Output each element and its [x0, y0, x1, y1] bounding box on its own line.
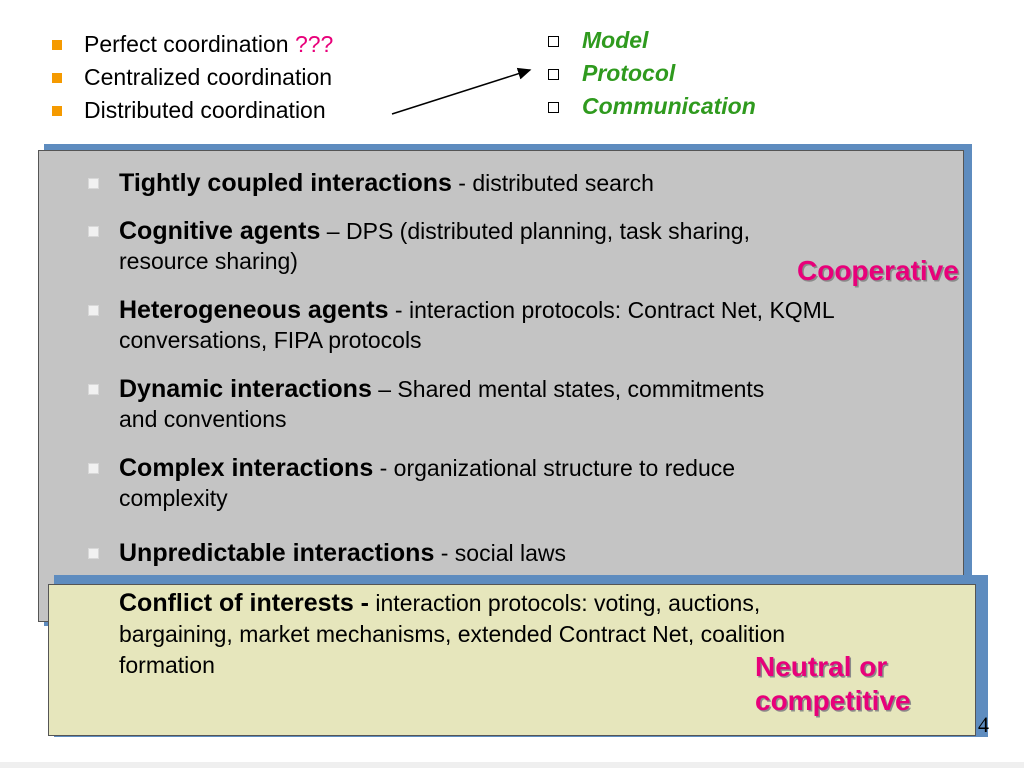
square-bullet-icon	[88, 548, 99, 559]
square-bullet-icon	[88, 463, 99, 474]
list-item: Heterogeneous agents - interaction proto…	[88, 295, 869, 355]
neutral-competitive-label: Neutral or competitive	[755, 650, 911, 718]
label-line: Neutral or	[755, 651, 888, 682]
hollow-square-bullet-icon	[548, 36, 559, 47]
neutral-box	[48, 584, 976, 736]
coordination-list: Perfect coordination ??? Centralized coo…	[52, 28, 333, 127]
item-title: Tightly coupled interactions	[119, 169, 452, 197]
list-item: Communication	[548, 90, 756, 123]
list-item: Dynamic interactions – Shared mental sta…	[88, 374, 779, 434]
item-title: Unpredictable interactions	[119, 539, 435, 567]
cooperative-box	[38, 150, 964, 622]
item-title: Heterogeneous agents	[119, 296, 389, 324]
item-title: Complex interactions	[119, 454, 374, 482]
item-description: - organizational structure to reduce com…	[119, 455, 736, 511]
item-description: interaction protocols: voting, auctions,…	[119, 590, 786, 678]
hollow-square-bullet-icon	[548, 69, 559, 80]
item-description: - distributed search	[451, 170, 654, 196]
hollow-square-bullet-icon	[548, 102, 559, 113]
square-bullet-icon	[52, 40, 62, 50]
square-bullet-icon	[88, 384, 99, 395]
square-bullet-icon	[88, 226, 99, 237]
list-item: Protocol	[548, 57, 756, 90]
list-item: Model	[548, 24, 756, 57]
list-item-text: Model	[582, 27, 649, 53]
question-marks: ???	[294, 31, 334, 57]
item-title: Conflict of interests -	[119, 589, 370, 617]
aspects-list: Model Protocol Communication	[548, 24, 756, 123]
list-item-text: Protocol	[582, 60, 676, 86]
square-bullet-icon	[52, 106, 62, 116]
item-description: – Shared mental states, commitments and …	[119, 376, 765, 432]
list-item: Complex interactions - organizational st…	[88, 453, 809, 513]
list-item: Cognitive agents – DPS (distributed plan…	[88, 216, 809, 276]
label-line: competitive	[755, 685, 911, 716]
list-item: Perfect coordination ???	[52, 28, 333, 61]
square-bullet-icon	[52, 73, 62, 83]
list-item: Centralized coordination	[52, 61, 333, 94]
list-item-text: Centralized coordination	[84, 64, 333, 90]
page-number: 4	[978, 712, 989, 737]
square-bullet-icon	[88, 305, 99, 316]
list-item: Unpredictable interactions - social laws	[88, 538, 879, 568]
item-description: - social laws	[434, 540, 567, 566]
item-title: Dynamic interactions	[119, 375, 372, 403]
item-description: - interaction protocols: Contract Net, K…	[119, 297, 834, 353]
list-item-text: Perfect coordination	[84, 31, 289, 57]
list-item: Tightly coupled interactions - distribut…	[88, 168, 879, 198]
footer-bar	[0, 762, 1024, 768]
conflict-of-interests-text: Conflict of interests - interaction prot…	[119, 588, 879, 681]
square-bullet-icon	[88, 178, 99, 189]
list-item-text: Communication	[582, 93, 756, 119]
item-title: Cognitive agents	[119, 217, 321, 245]
cooperative-label: Cooperative	[797, 255, 959, 286]
list-item-text: Distributed coordination	[84, 97, 326, 123]
list-item: Distributed coordination	[52, 94, 333, 127]
item-description: – DPS (distributed planning, task sharin…	[119, 218, 750, 274]
